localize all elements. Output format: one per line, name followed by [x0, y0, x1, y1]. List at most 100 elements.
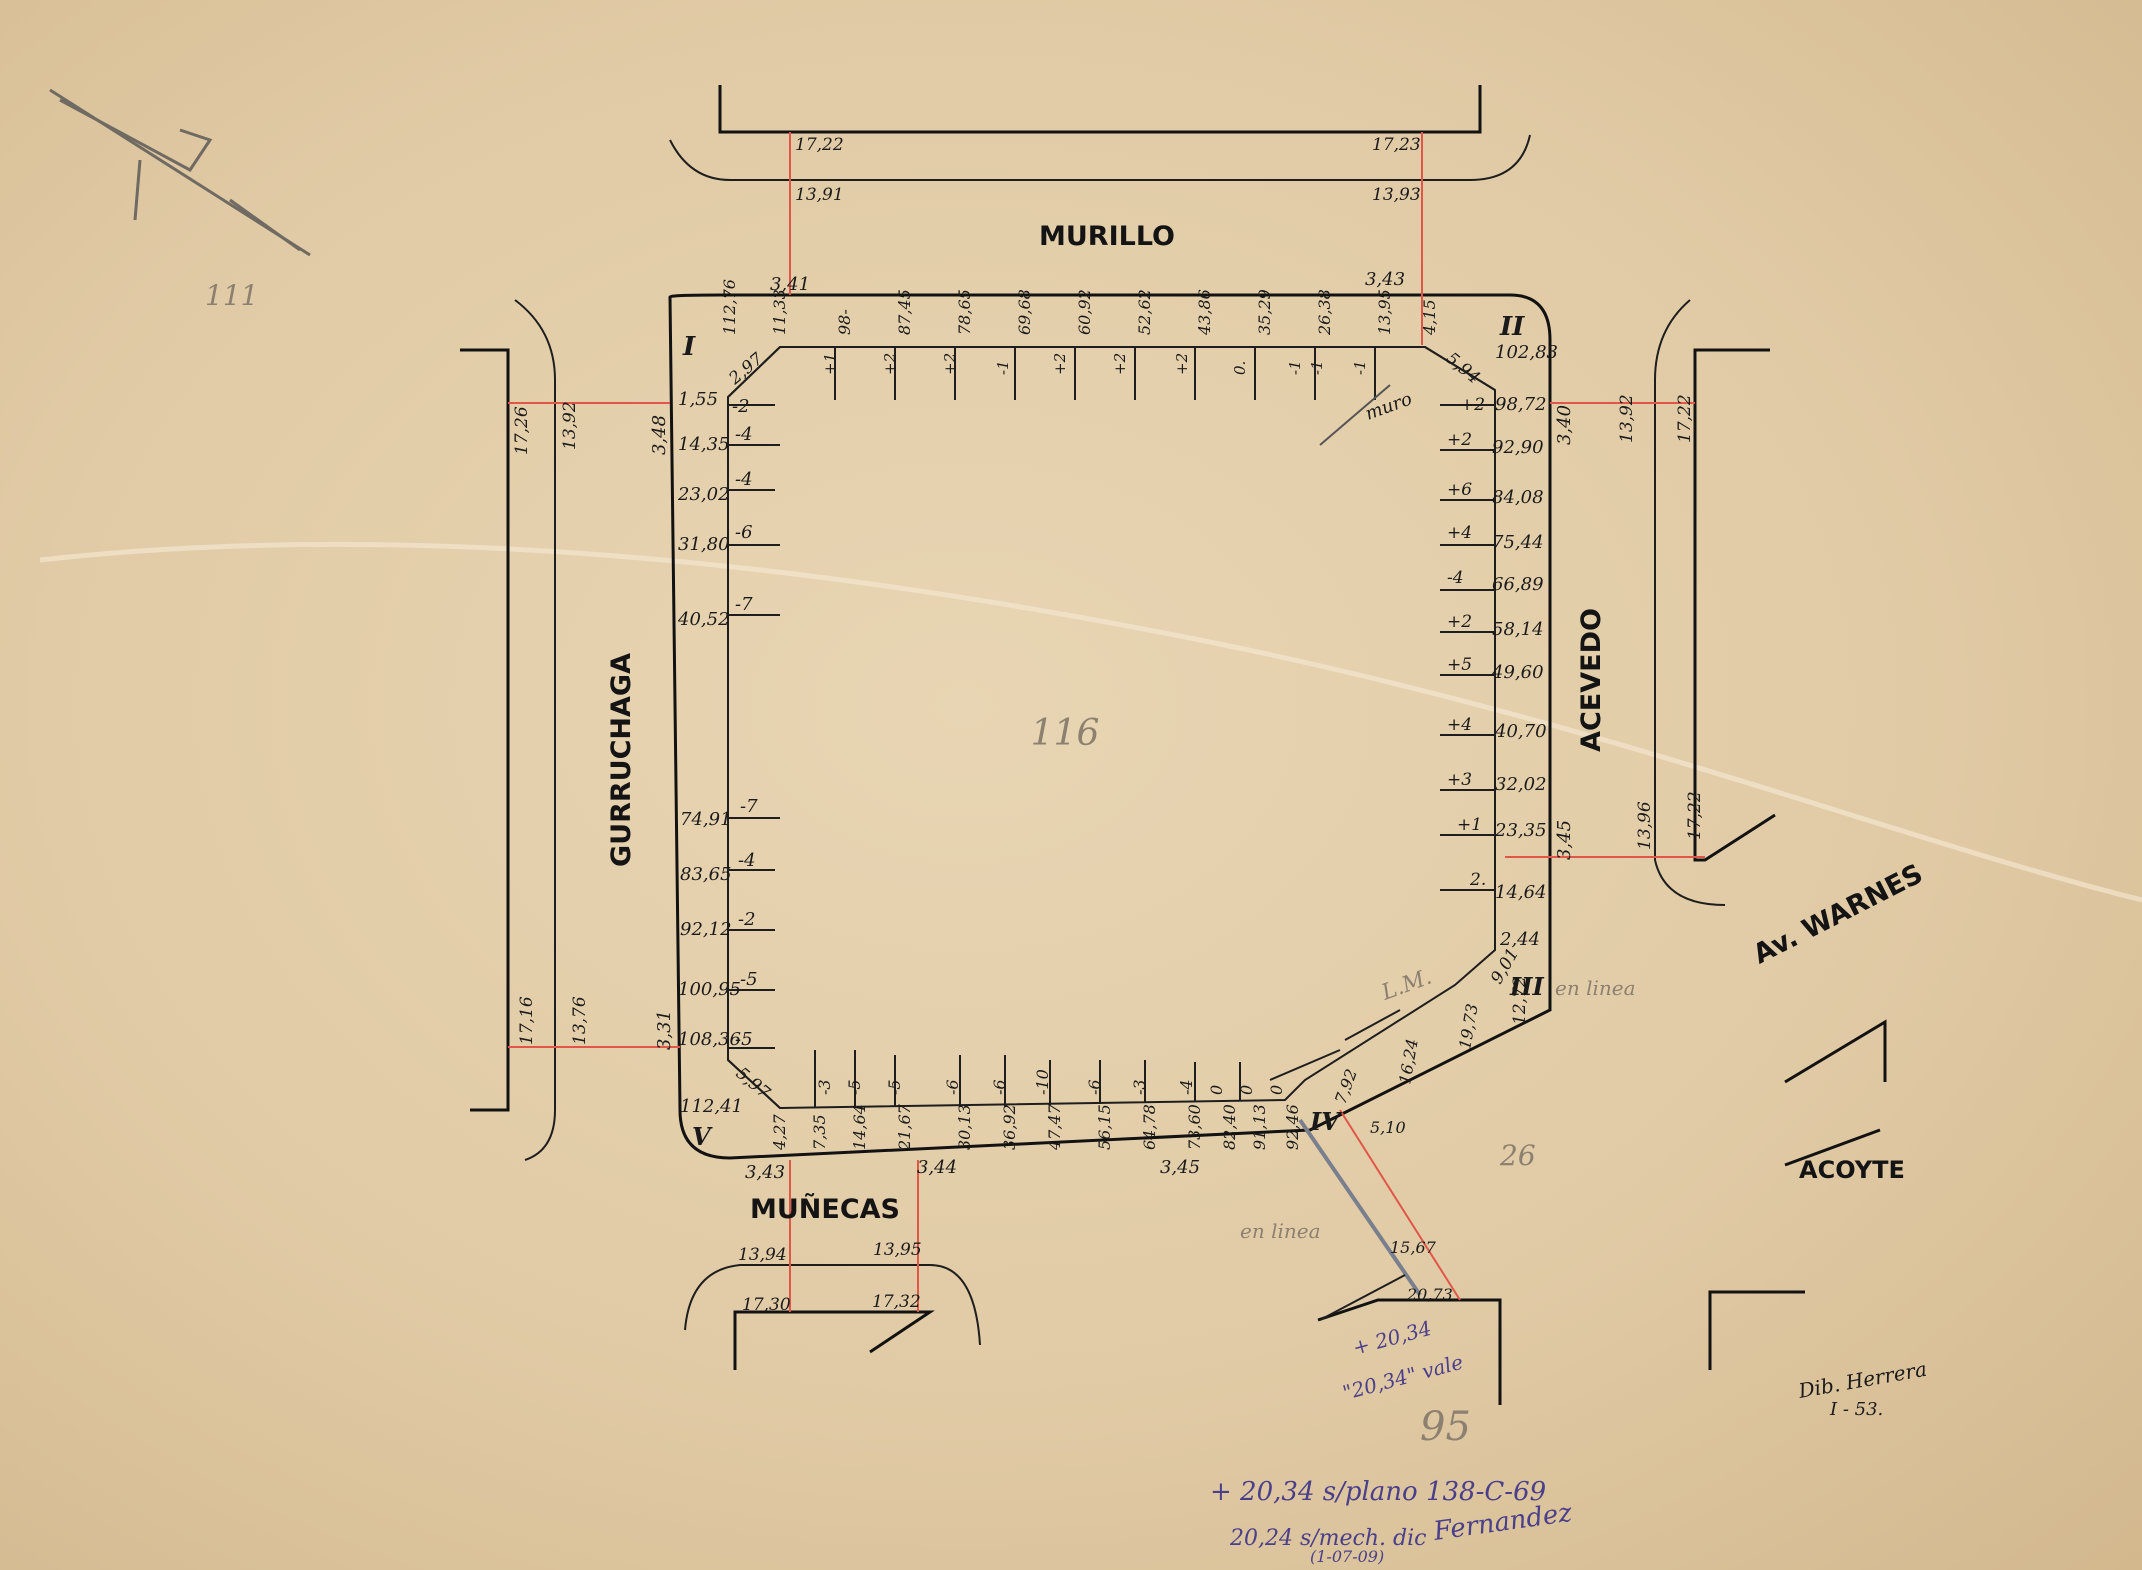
- north-measure: 11,33: [770, 289, 789, 335]
- west-measure: 108,36: [678, 1029, 741, 1050]
- curb-murillo: [669, 85, 1531, 181]
- north-measure: 98-: [835, 309, 854, 335]
- east-offset: +2: [1447, 430, 1472, 450]
- east-offset: +6: [1447, 480, 1472, 500]
- dim-acevedo-bottom-outer: 17,22: [1685, 791, 1705, 840]
- south-measure: 30,13: [955, 1104, 974, 1150]
- pencil-diagonal: [1298, 1118, 1422, 1297]
- curb-acoyte: [1317, 1019, 1887, 1405]
- north-measure: 13,95: [1375, 289, 1394, 335]
- street-murillo: MURILLO: [1039, 221, 1175, 252]
- vertex-V: V: [692, 1122, 713, 1151]
- dim-acevedo-top-inner: 13,92: [1617, 394, 1637, 443]
- dim-munecas-right-outer: 17,32: [872, 1292, 921, 1312]
- footer-plano-note: + 20,34 s/plano 138-C-69: [1210, 1477, 1546, 1507]
- lm-note: L.M.: [1378, 965, 1436, 1006]
- west-measure: 92,12: [680, 919, 732, 940]
- east-measure: 84,08: [1492, 487, 1544, 508]
- dim-acevedo-bottom-inner: 13,96: [1635, 801, 1655, 850]
- side-west-low: 3,31: [654, 1010, 675, 1050]
- north-measure: 43,86: [1195, 289, 1214, 336]
- dim-munecas-left-inner: 13,94: [738, 1245, 787, 1265]
- west-offset: -5: [735, 1029, 753, 1050]
- south-offset: -6: [1085, 1079, 1104, 1095]
- segment-15-67: 15,67: [1390, 1238, 1437, 1257]
- south-measure: 64,78: [1140, 1104, 1159, 1150]
- dim-murillo-right-outer: 17,23: [1372, 135, 1421, 155]
- west-measure: 40,52: [677, 609, 730, 630]
- north-measure: 78,65: [955, 289, 974, 335]
- west-offset: -7: [740, 796, 758, 817]
- vertex-I: I: [682, 332, 696, 362]
- west-offset: -4: [738, 850, 756, 871]
- red-reference-lines: [508, 132, 1705, 1312]
- drafter-date: I - 53.: [1829, 1399, 1883, 1420]
- dim-munecas-left-outer: 17,30: [742, 1295, 791, 1315]
- north-measure: 112,76: [720, 279, 739, 335]
- south-offset: 0: [1207, 1085, 1226, 1095]
- street-acevedo: ACEVEDO: [1576, 608, 1607, 752]
- north-offset: 0.: [1231, 361, 1249, 375]
- east-measure: 49,60: [1491, 662, 1544, 683]
- segment-7-92: 7,92: [1331, 1066, 1361, 1106]
- south-measure: 82,40: [1220, 1104, 1239, 1150]
- south-measure: 73,60: [1185, 1104, 1204, 1150]
- north-offset: -1: [1308, 360, 1326, 375]
- south-measure: 21,67: [895, 1103, 914, 1151]
- paper-crease: [39, 541, 2142, 903]
- inner-building-line: [727, 346, 1496, 1110]
- west-measure: 100,95: [678, 979, 741, 1000]
- west-offset: -4: [735, 424, 753, 445]
- east-measure: 92,90: [1492, 437, 1544, 458]
- north-offset: +2: [1051, 353, 1069, 375]
- south-offset: -6: [943, 1079, 962, 1095]
- east-offset: -4: [1447, 568, 1464, 588]
- north-measure: 35,29: [1255, 289, 1274, 335]
- pencil-26: 26: [1499, 1139, 1536, 1172]
- south-measure: 92,46: [1283, 1104, 1302, 1150]
- chamfer-I: [727, 346, 781, 398]
- north-measure: 52,62: [1135, 289, 1154, 335]
- west-offset: -6: [735, 522, 753, 543]
- east-offset: +5: [1447, 655, 1472, 675]
- chamfer-value: 12,72: [1510, 976, 1530, 1025]
- dim-munecas-right-inner: 13,95: [873, 1240, 922, 1260]
- east-offset: +2: [1460, 395, 1485, 415]
- chamfer-value: 5,94: [1442, 349, 1484, 389]
- vertex-II: II: [1499, 312, 1525, 342]
- side-north: 3,41: [770, 274, 810, 295]
- muro-pointer: [1319, 384, 1391, 446]
- south-measure: 36,92: [1000, 1104, 1019, 1150]
- east-offset: +4: [1447, 715, 1472, 735]
- segment-19-73: 19,73: [1455, 1002, 1482, 1050]
- dim-gurru-bottom-outer: 17,16: [517, 996, 537, 1045]
- south-measure: 56,15: [1095, 1104, 1114, 1150]
- south-offset: -5: [885, 1079, 904, 1095]
- curb-munecas: [684, 1264, 981, 1370]
- east-measure: 58,14: [1492, 619, 1544, 640]
- south-offset: -6: [990, 1079, 1009, 1095]
- west-offset: -2: [738, 909, 756, 930]
- north-offset: -1: [1351, 360, 1369, 375]
- north-measure: 26,38: [1315, 289, 1334, 336]
- north-measure: 87,45: [895, 289, 914, 335]
- north-offset: -1: [1286, 360, 1304, 375]
- block-outline: [668, 293, 1552, 1160]
- muro-note: muro: [1363, 388, 1416, 424]
- footer-date: (1-07-09): [1310, 1547, 1384, 1566]
- north-offset: -1: [994, 360, 1012, 375]
- west-measure: 1,55: [678, 389, 718, 410]
- south-measures: 4,27 7,35 14,64 21,67 30,13 36,92 47,47 …: [770, 1103, 1302, 1151]
- pencil-sketch: [49, 88, 311, 257]
- east-offset: +1: [1457, 815, 1482, 835]
- side-south-2: 3,44: [917, 1157, 957, 1178]
- west-measure: 83,65: [680, 864, 732, 885]
- east-offset: +4: [1447, 523, 1472, 543]
- chamfer-II: [1424, 346, 1496, 391]
- street-munecas: MUÑECAS: [750, 1193, 900, 1225]
- west-offset: -7: [735, 594, 753, 615]
- segment-20-73: 20,73: [1406, 1285, 1453, 1304]
- south-offset: -5: [845, 1079, 864, 1095]
- segment-16-24: 16,24: [1395, 1037, 1422, 1085]
